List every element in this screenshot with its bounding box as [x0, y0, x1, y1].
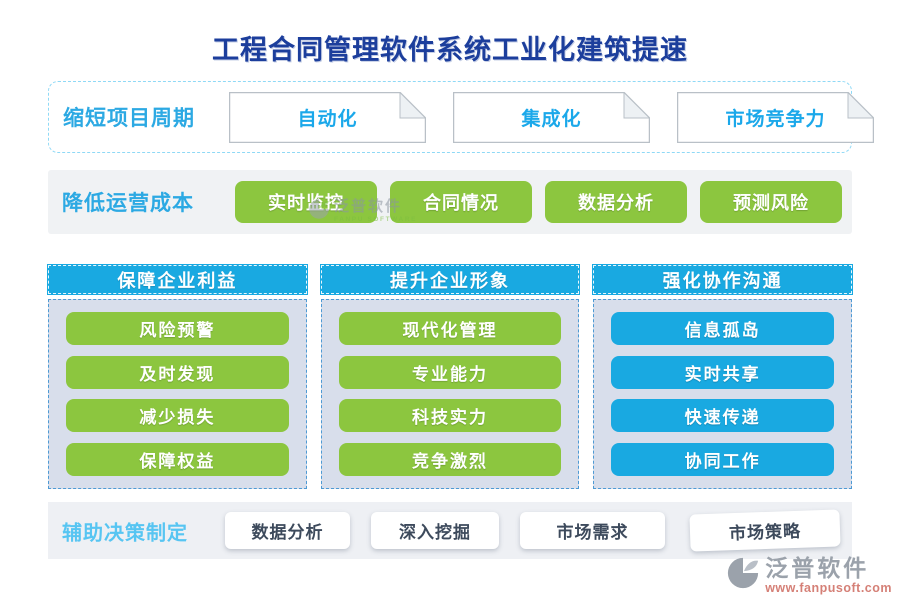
section4-button-row: 数据分析 深入挖掘 市场需求 市场策略 [225, 509, 841, 552]
timely-discovery-item[interactable]: 及时发现 [66, 355, 289, 389]
panel-enhance-company-image: 提升企业形象 现代化管理 专业能力 科技实力 竞争激烈 [319, 264, 581, 490]
information-silo-item[interactable]: 信息孤岛 [611, 312, 834, 345]
professional-ability-item[interactable]: 专业能力 [338, 355, 562, 389]
realtime-monitoring-button[interactable]: 实时监控 [235, 181, 377, 223]
risk-warning-item[interactable]: 风险预警 [66, 312, 289, 345]
page-title: 工程合同管理软件系统工业化建筑提速 [212, 35, 688, 66]
notched-frame-icon [453, 92, 650, 143]
contract-status-button[interactable]: 合同情况 [390, 181, 532, 223]
realtime-sharing-item[interactable]: 实时共享 [611, 355, 834, 389]
section-label-assist-decision: 辅助决策制定 [62, 522, 188, 544]
automation-button[interactable]: 自动化 [229, 92, 426, 143]
footer-url: www.fanpusoft.com [765, 581, 892, 595]
panel-header: 提升企业形象 [319, 264, 581, 295]
section2-button-row: 实时监控 合同情况 数据分析 预测风险 [235, 181, 842, 223]
deep-mining-button[interactable]: 深入挖掘 [371, 512, 499, 549]
market-competitiveness-button-label: 市场竞争力 [725, 109, 826, 130]
footer-brand-name: 泛普软件 [765, 554, 870, 581]
reduce-loss-item[interactable]: 减少损失 [66, 399, 289, 433]
section-reduce-operating-cost: 降低运营成本 实时监控 合同情况 数据分析 预测风险 泛普软件 FANPU SO… [48, 170, 852, 234]
technology-strength-item[interactable]: 科技实力 [338, 399, 562, 433]
panel-protect-company-interests: 保障企业利益 风险预警 及时发现 减少损失 保障权益 [47, 264, 308, 490]
integration-button-label: 集成化 [521, 109, 582, 130]
collaborative-work-item[interactable]: 协同工作 [611, 442, 834, 476]
automation-button-label: 自动化 [297, 109, 358, 130]
market-strategy-button[interactable]: 市场策略 [689, 509, 841, 552]
market-competitiveness-button[interactable]: 市场竞争力 [677, 92, 874, 143]
integration-button[interactable]: 集成化 [453, 92, 650, 143]
panel-strengthen-collaboration: 强化协作沟通 信息孤岛 实时共享 快速传递 协同工作 [592, 264, 853, 490]
panel-body: 信息孤岛 实时共享 快速传递 协同工作 [593, 299, 852, 489]
section-assist-decision-making: 辅助决策制定 数据分析 深入挖掘 市场需求 市场策略 [48, 502, 852, 559]
market-demand-button[interactable]: 市场需求 [520, 512, 665, 549]
data-analysis-button-2[interactable]: 数据分析 [225, 512, 350, 549]
benefit-panels: 保障企业利益 风险预警 及时发现 减少损失 保障权益 提升企业形象 现代化管理 … [47, 264, 853, 490]
panel-body: 风险预警 及时发现 减少损失 保障权益 [48, 299, 307, 489]
data-analysis-button[interactable]: 数据分析 [545, 181, 687, 223]
footer-brand-logo: 泛普软件 www.fanpusoft.com [726, 556, 892, 595]
section-shorten-project-cycle: 缩短项目周期 自动化 集成化 市场竞争力 [48, 81, 874, 153]
notched-frame-icon [677, 92, 874, 143]
section-label-reduce-cost: 降低运营成本 [62, 192, 194, 215]
fanpu-logo-icon [728, 557, 759, 588]
modern-management-item[interactable]: 现代化管理 [338, 312, 562, 345]
section-label-shorten-cycle: 缩短项目周期 [63, 107, 195, 130]
section1-button-row: 自动化 集成化 市场竞争力 [229, 92, 874, 143]
panel-header: 强化协作沟通 [592, 264, 853, 295]
notched-frame-icon [229, 92, 426, 143]
risk-prediction-button[interactable]: 预测风险 [700, 181, 842, 223]
fierce-competition-item[interactable]: 竞争激烈 [338, 442, 562, 476]
panel-header: 保障企业利益 [47, 264, 308, 295]
panel-body: 现代化管理 专业能力 科技实力 竞争激烈 [320, 299, 580, 489]
protect-rights-item[interactable]: 保障权益 [66, 442, 289, 476]
fast-delivery-item[interactable]: 快速传递 [611, 399, 834, 433]
